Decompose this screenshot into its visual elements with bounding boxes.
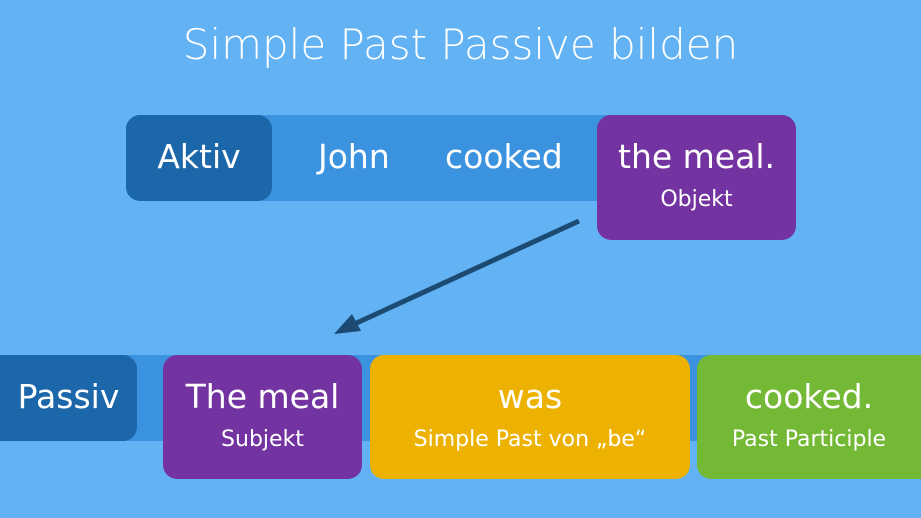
aktiv-subject: John	[318, 137, 390, 176]
passiv-participle: cooked.	[744, 377, 874, 416]
aktiv-object-box: the meal. Objekt	[597, 115, 796, 240]
passiv-subject-box: The meal Subjekt	[163, 355, 362, 479]
passiv-aux-role: Simple Past von „be“	[413, 427, 647, 452]
passiv-subject: The meal	[185, 377, 340, 416]
passiv-subject-role: Subjekt	[221, 427, 304, 452]
diagram-title: Simple Past Passive bilden	[182, 20, 739, 69]
aktiv-verb: cooked	[445, 137, 563, 176]
passiv-label: Passiv	[0, 355, 137, 441]
aktiv-object: the meal.	[618, 137, 775, 176]
passiv-participle-box: cooked. Past Participle	[697, 355, 921, 479]
passiv-aux-box: was Simple Past von „be“	[370, 355, 690, 479]
passiv-participle-role: Past Participle	[731, 427, 887, 452]
aktiv-object-role: Objekt	[660, 187, 733, 212]
passiv-aux: was	[497, 377, 563, 416]
aktiv-label: Aktiv	[126, 115, 272, 201]
